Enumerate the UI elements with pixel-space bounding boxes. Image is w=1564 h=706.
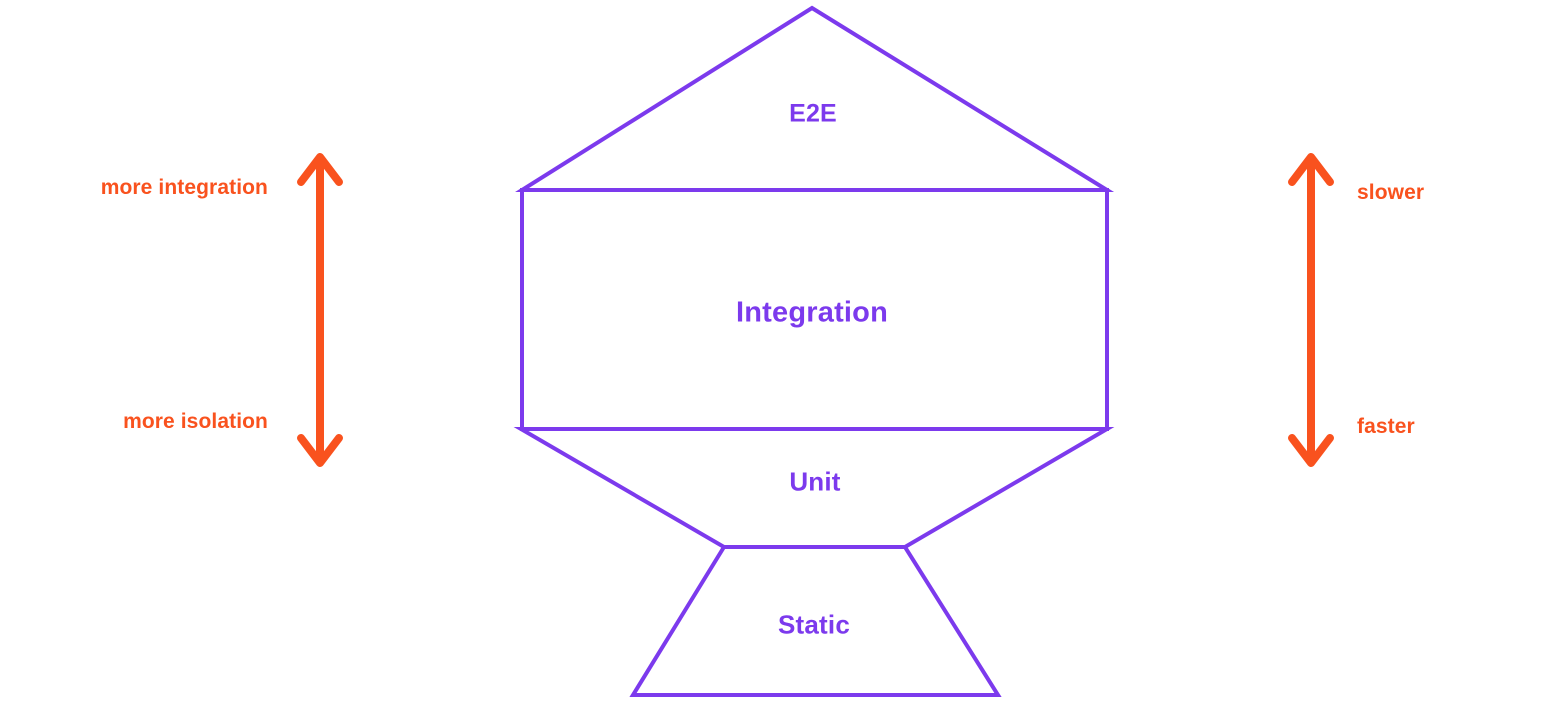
axis-label-slower: slower — [1357, 181, 1425, 204]
arrow-up-icon — [1288, 153, 1334, 186]
arrow-down-icon — [297, 434, 343, 467]
layer-label-integration: Integration — [735, 296, 889, 329]
axis-label-faster: faster — [1357, 415, 1415, 438]
arrow-up-icon — [297, 153, 343, 186]
layer-label-unit: Unit — [789, 466, 841, 497]
layer-label-e2e: E2E — [789, 99, 837, 128]
isolation-axis-arrow — [297, 153, 343, 467]
layer-label-static: Static — [777, 609, 851, 640]
speed-axis-arrow — [1288, 153, 1334, 467]
shape-static-trapezoid[interactable] — [629, 545, 1002, 697]
axis-label-more-integration: more integration — [100, 176, 268, 199]
axis-label-more-isolation: more isolation — [123, 410, 268, 433]
arrow-down-icon — [1288, 434, 1334, 467]
